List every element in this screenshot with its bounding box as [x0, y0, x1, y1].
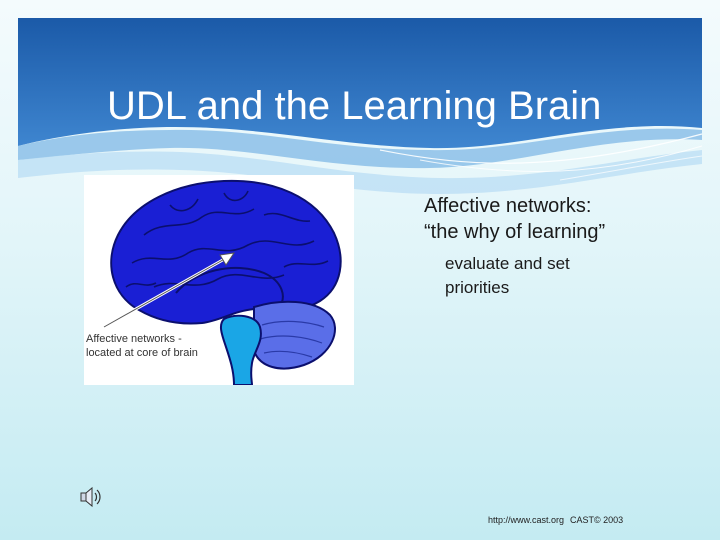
speaker-icon[interactable] [79, 486, 103, 508]
affective-networks-heading: Affective networks: “the why of learning… [424, 193, 704, 245]
brain-illustration [103, 179, 342, 385]
sub-point: evaluate and set priorities [445, 252, 645, 300]
footer-url[interactable]: http://www.cast.org [488, 515, 565, 525]
brain-caption: Affective networks - located at core of … [86, 332, 226, 360]
brain-caption-line-2: located at core of brain [86, 347, 198, 359]
footer: http://www.cast.org CAST© 2003 [488, 515, 623, 525]
brain-figure: Affective networks - located at core of … [84, 175, 354, 385]
header-wave-background [18, 18, 703, 194]
sub-point-line-1: evaluate and set [445, 254, 570, 273]
heading-line-1: Affective networks: [424, 195, 592, 217]
heading-line-2: “the why of learning” [424, 221, 606, 243]
brain-caption-line-1: Affective networks - [86, 333, 182, 345]
sub-point-line-2: priorities [445, 278, 510, 297]
footer-copyright: CAST© 2003 [570, 515, 624, 525]
slide-title: UDL and the Learning Brain [107, 84, 602, 128]
